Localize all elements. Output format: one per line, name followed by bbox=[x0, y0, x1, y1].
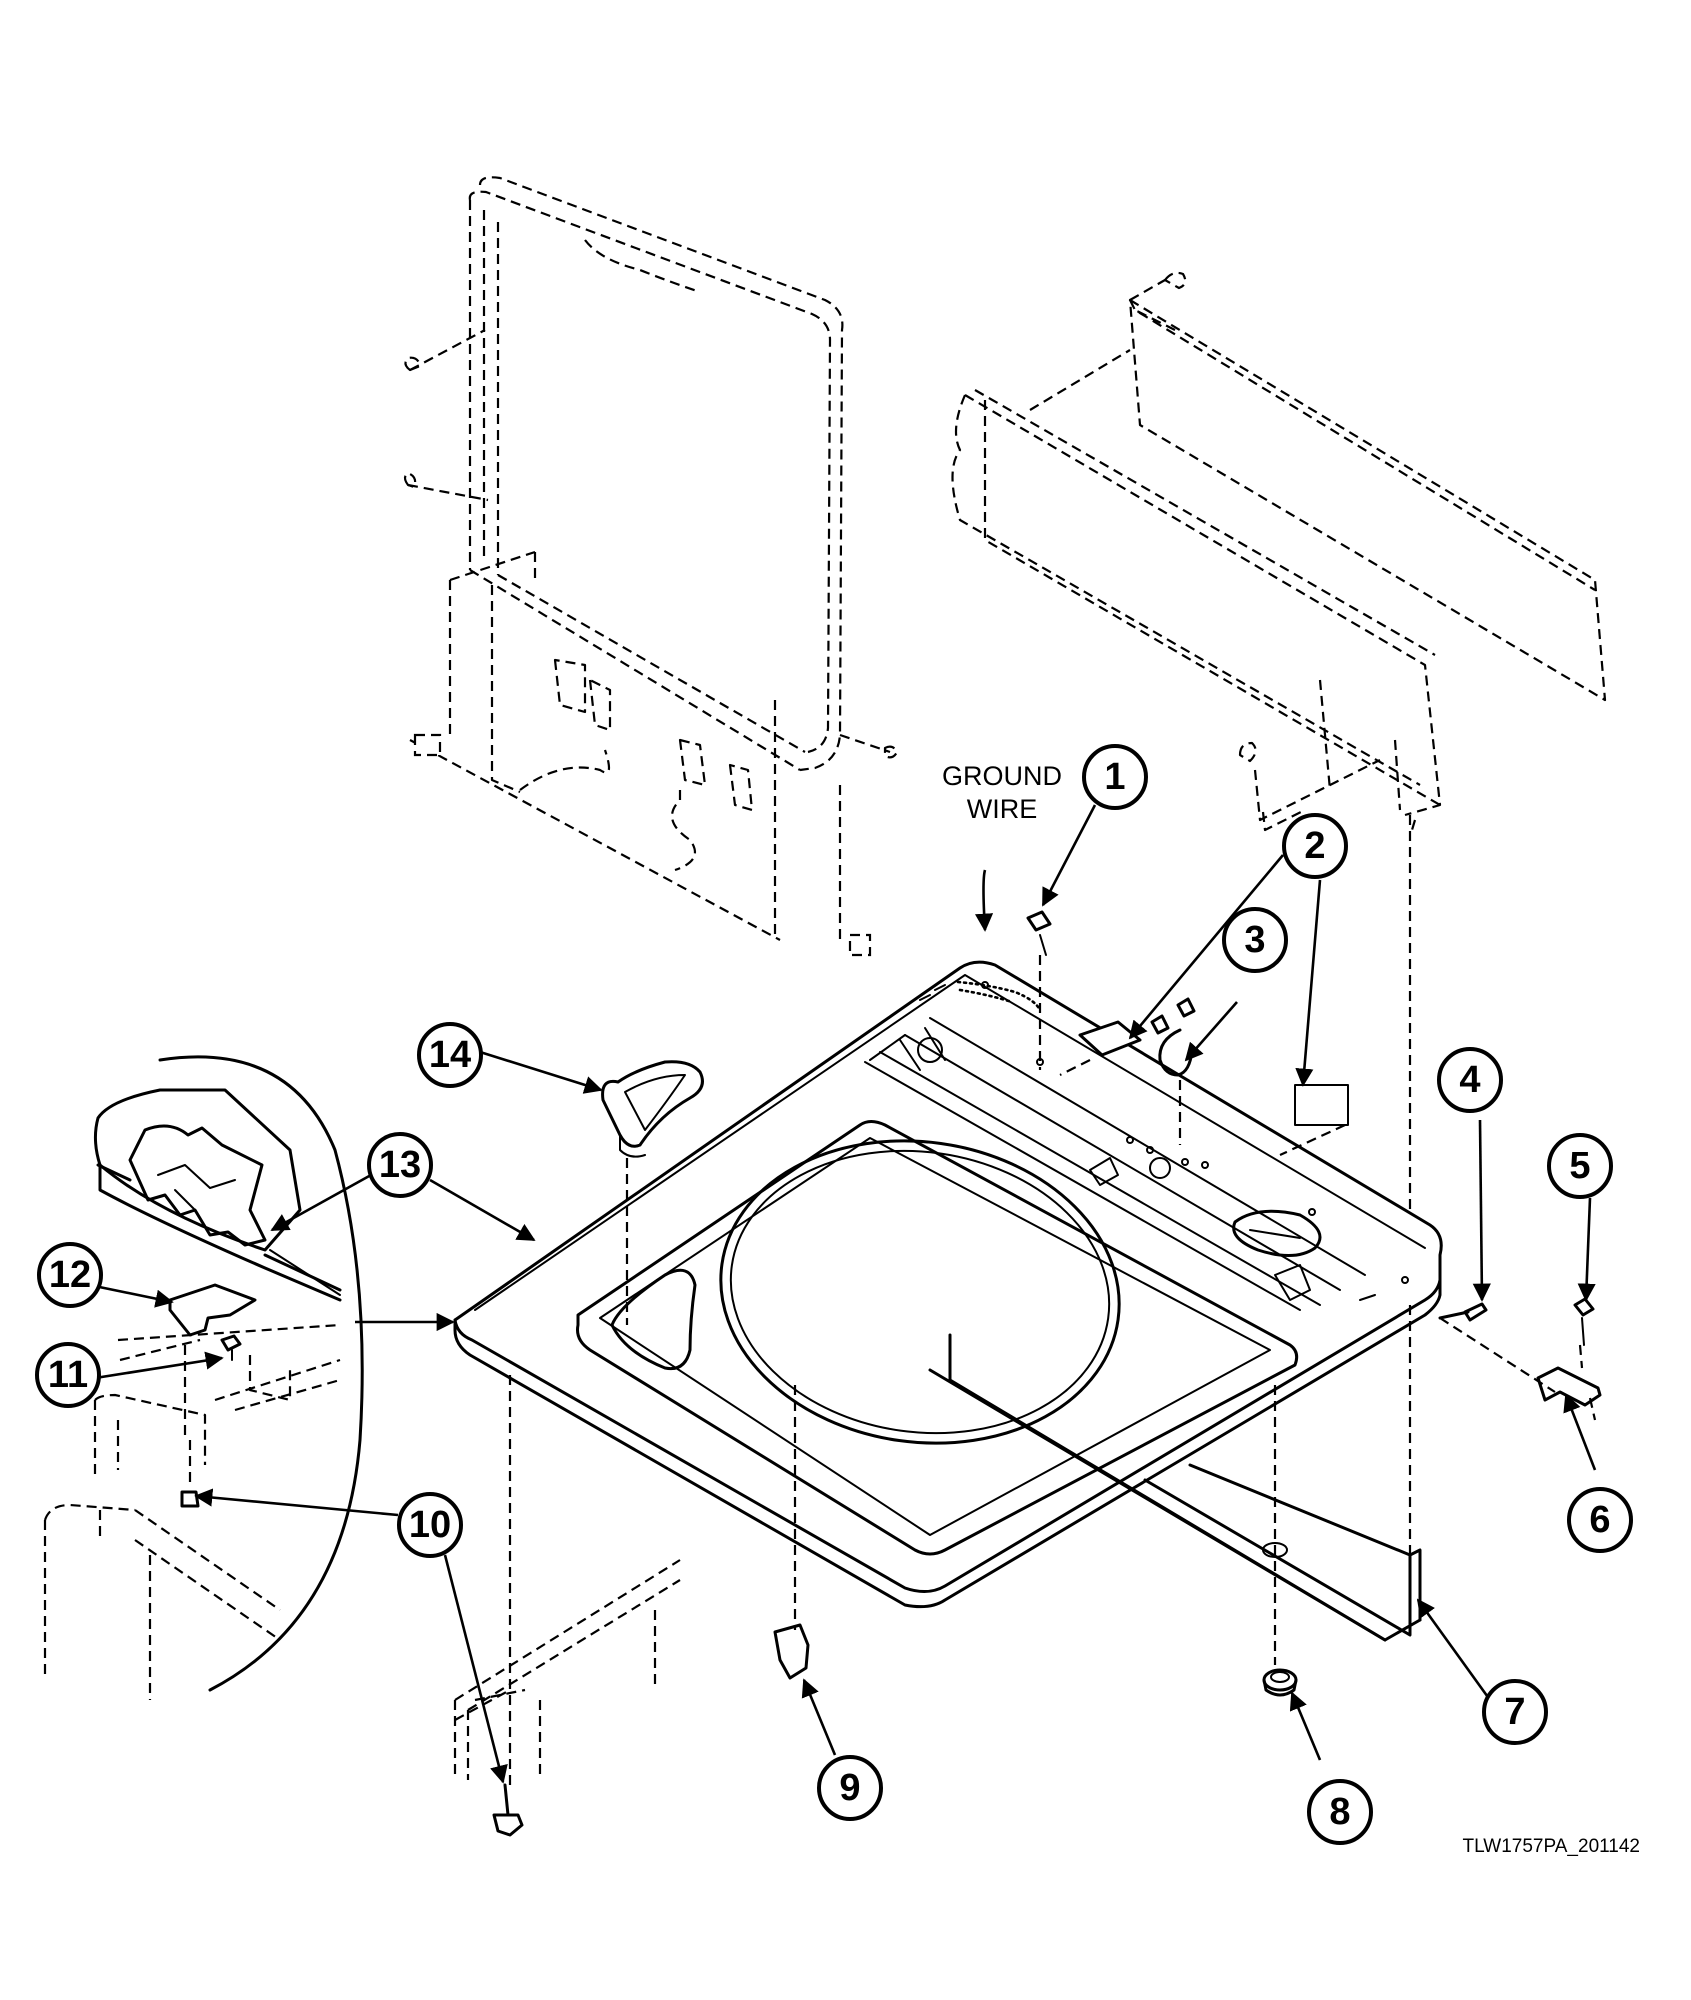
callout-1-number: 1 bbox=[1104, 756, 1125, 798]
part-5-screw bbox=[1573, 1297, 1595, 1346]
top-panel bbox=[453, 960, 1443, 1609]
callout-4-number: 4 bbox=[1459, 1059, 1480, 1101]
drawing-code: TLW1757PA_201142 bbox=[1463, 1836, 1640, 1857]
callout-6-number: 6 bbox=[1589, 1499, 1610, 1541]
callout-11: 11 bbox=[35, 1342, 101, 1408]
lid-dashed-outline bbox=[403, 176, 899, 957]
callout-14: 14 bbox=[417, 1022, 483, 1088]
ground-wire-label-line-2: WIRE bbox=[967, 794, 1038, 824]
bleach-dispenser bbox=[601, 1060, 704, 1158]
detail-inset bbox=[43, 1055, 364, 1700]
part-4-bolt bbox=[1438, 1302, 1488, 1322]
part-10-screw-inset bbox=[180, 1490, 200, 1508]
callout-6: 6 bbox=[1567, 1487, 1633, 1553]
callout-10: 10 bbox=[397, 1492, 463, 1558]
callout-2-number: 2 bbox=[1304, 825, 1325, 867]
callout-13: 13 bbox=[367, 1132, 433, 1198]
callout-9: 9 bbox=[817, 1755, 883, 1821]
cabinet-dashed-outline bbox=[453, 1559, 681, 1780]
callout-11-number: 11 bbox=[48, 1354, 88, 1396]
callout-2: 2 bbox=[1282, 813, 1348, 879]
part-9-foot bbox=[773, 1623, 810, 1680]
part-10-screw-bottom bbox=[492, 1783, 524, 1837]
ground-wire bbox=[956, 980, 1042, 1012]
callout-9-number: 9 bbox=[839, 1767, 860, 1809]
callout-7-number: 7 bbox=[1504, 1691, 1525, 1733]
part-2-label-lower bbox=[1294, 1084, 1349, 1126]
callout-8: 8 bbox=[1307, 1779, 1373, 1845]
ground-wire-label-line-1: GROUND bbox=[942, 761, 1062, 791]
callout-5-number: 5 bbox=[1569, 1145, 1590, 1187]
callout-12: 12 bbox=[37, 1242, 103, 1308]
callout-4: 4 bbox=[1437, 1047, 1503, 1113]
callout-3: 3 bbox=[1222, 907, 1288, 973]
callout-14-number: 14 bbox=[429, 1034, 471, 1076]
callout-10-number: 10 bbox=[409, 1504, 451, 1546]
part-6-clip bbox=[1536, 1366, 1602, 1407]
callout-13-number: 13 bbox=[379, 1144, 421, 1186]
part-2-label-upper bbox=[1078, 1020, 1142, 1057]
leader-lines bbox=[69, 804, 1597, 1784]
part-8-grommet bbox=[1262, 1668, 1298, 1697]
callout-7: 7 bbox=[1482, 1679, 1548, 1745]
callout-12-number: 12 bbox=[49, 1254, 91, 1296]
callout-5: 5 bbox=[1547, 1133, 1613, 1199]
part-1-screw bbox=[1026, 910, 1052, 956]
alignment-lines bbox=[508, 809, 1597, 1785]
callout-8-number: 8 bbox=[1329, 1791, 1350, 1833]
part-3-wire-harness bbox=[1150, 997, 1196, 1077]
callout-1: 1 bbox=[1082, 744, 1148, 810]
callout-3-number: 3 bbox=[1244, 919, 1265, 961]
